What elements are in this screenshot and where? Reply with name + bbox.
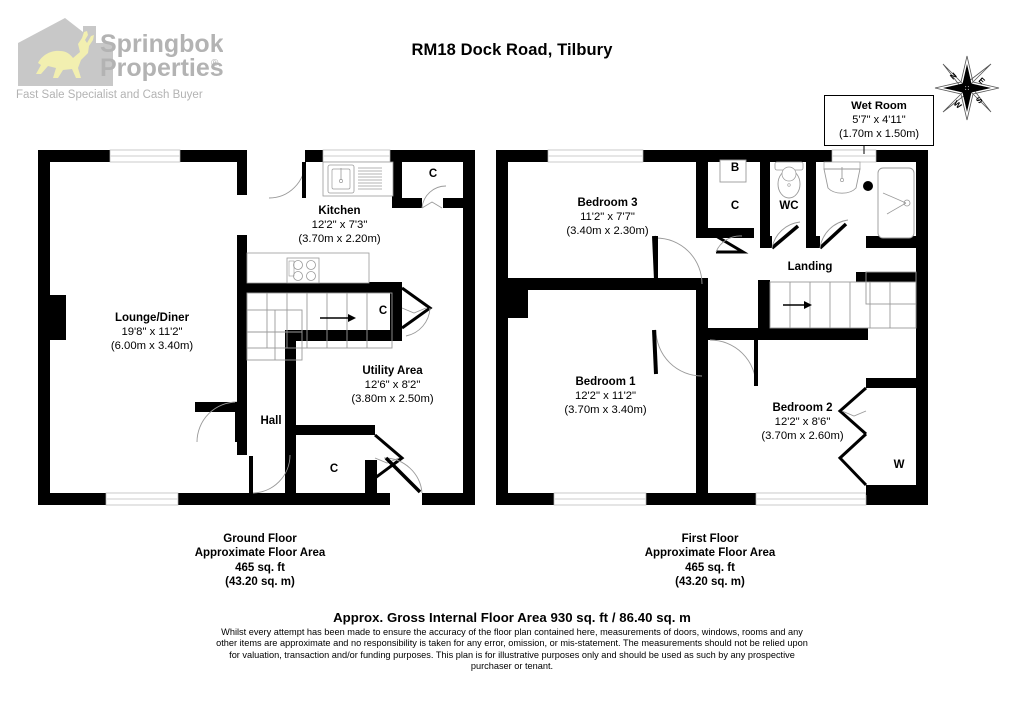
first-floor-area-metric: (43.20 sq. m) xyxy=(675,575,745,588)
springbok-properties-logo: Springbok Properties ® Fast Sale Special… xyxy=(8,8,223,103)
first-floor-staircase xyxy=(769,271,917,329)
room-tag-wardrobe: W xyxy=(893,459,905,471)
first-floor-plan xyxy=(496,140,928,506)
wet-room-fixtures xyxy=(823,161,915,239)
room-tag-wc: WC xyxy=(779,200,799,212)
logo-wordmark-line1: Springbok xyxy=(100,30,223,58)
ground-floor-area-metric: (43.20 sq. m) xyxy=(225,575,295,588)
first-floor-name: First Floor xyxy=(681,533,739,545)
wash-basin-icon xyxy=(823,161,861,194)
ground-floor-plan xyxy=(38,149,475,506)
first-floor-internal-walls xyxy=(508,150,918,505)
ground-floor-area-label: Approximate Floor Area xyxy=(194,547,326,560)
ground-floor-walls xyxy=(38,150,475,505)
ground-floor-internal-walls xyxy=(195,150,463,505)
ground-floor-name: Ground Floor xyxy=(223,533,297,545)
springbok-icon xyxy=(36,31,94,78)
room-tag-landing: Landing xyxy=(787,261,833,273)
ground-floor-area-imperial: 465 sq. ft xyxy=(235,561,285,574)
disclaimer-text: Whilst every attempt has been made to en… xyxy=(216,627,808,672)
kitchen-hob-icon xyxy=(286,257,320,284)
footer: Approx. Gross Internal Floor Area 930 sq… xyxy=(162,610,862,673)
logo-tagline: Fast Sale Specialist and Cash Buyer xyxy=(16,89,203,101)
room-label-lounge-diner: Lounge/Diner 19'8" x 11'2" (6.00m x 3.40… xyxy=(110,312,194,353)
page-title: RM18 Dock Road, Tilbury xyxy=(411,41,613,59)
first-floor-area-caption: First Floor Approximate Floor Area 465 s… xyxy=(580,532,840,589)
registered-trademark-icon: ® xyxy=(211,58,219,69)
toilet-icon xyxy=(777,166,801,199)
ground-floor-doors xyxy=(196,161,447,494)
first-floor-stair-arrow xyxy=(783,301,812,309)
room-label-bedroom-1: Bedroom 1 12'2" x 11'2" (3.70m x 3.40m) xyxy=(564,376,647,417)
room-tag-understairs-cupboard: C xyxy=(378,305,388,317)
compass-rose-icon: N E S W xyxy=(931,52,1003,124)
first-floor-doors xyxy=(652,219,868,487)
room-tag-boiler: B xyxy=(730,162,740,174)
compass-label-west: W xyxy=(952,99,964,111)
first-floor-area-imperial: 465 sq. ft xyxy=(685,561,735,574)
logo-artwork: Springbok Properties ® Fast Sale Special… xyxy=(16,18,223,101)
ground-floor-staircase xyxy=(246,292,393,361)
kitchen-fixtures xyxy=(246,161,394,284)
kitchen-drainer-icon xyxy=(358,167,382,190)
first-floor-area-label: Approximate Floor Area xyxy=(644,547,776,560)
wet-room-callout: Wet Room 5'7" x 4'11" (1.70m x 1.50m) xyxy=(824,95,934,146)
room-label-utility-area: Utility Area 12'6" x 8'2" (3.80m x 2.50m… xyxy=(351,365,434,406)
boiler-box-icon xyxy=(719,159,747,183)
room-label-bedroom-2: Bedroom 2 12'2" x 8'6" (3.70m x 2.60m) xyxy=(761,402,844,443)
compass-label-south: S xyxy=(974,95,984,106)
room-label-kitchen: Kitchen 12'2" x 7'3" (3.70m x 2.20m) xyxy=(298,205,381,246)
logo-wordmark-line2: Properties xyxy=(100,54,223,82)
compass-label-east: E xyxy=(977,76,987,87)
shower-tray-icon xyxy=(877,167,915,239)
room-tag-utility-cupboard: C xyxy=(329,463,339,475)
compass-label-north: N xyxy=(948,71,958,82)
wc-fixtures xyxy=(774,161,804,199)
wetroom-fixture-dot xyxy=(863,181,873,191)
kitchen-sink-icon xyxy=(327,164,355,194)
ground-floor-windows xyxy=(105,149,391,506)
gross-internal-floor-area-heading: Approx. Gross Internal Floor Area 930 sq… xyxy=(333,610,691,625)
room-tag-kitchen-cupboard: C xyxy=(428,168,438,180)
first-floor-windows xyxy=(547,149,877,506)
first-floor-walls xyxy=(496,150,928,505)
stair-direction-arrow xyxy=(320,314,356,322)
ground-floor-area-caption: Ground Floor Approximate Floor Area 465 … xyxy=(130,532,390,589)
room-tag-landing-cupboard: C xyxy=(730,200,740,212)
room-label-bedroom-3: Bedroom 3 11'2" x 7'7" (3.40m x 2.30m) xyxy=(566,197,649,238)
room-tag-hall: Hall xyxy=(260,415,282,427)
